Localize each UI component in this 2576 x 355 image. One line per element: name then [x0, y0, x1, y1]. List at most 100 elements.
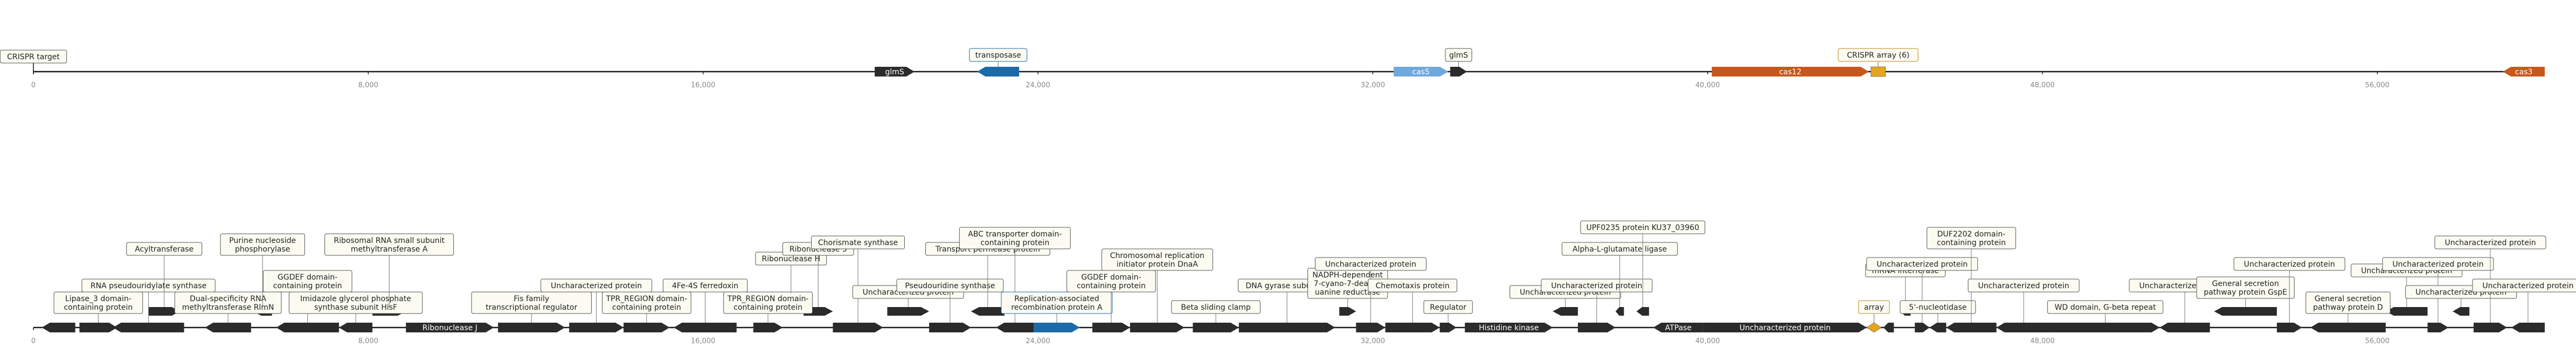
- bottom-gene-arrow[interactable]: [2159, 323, 2210, 332]
- callout-label-box: [959, 227, 1071, 249]
- bottom-gene-arrow[interactable]: [2214, 307, 2277, 316]
- bottom-gene-arrow[interactable]: [1996, 323, 2051, 332]
- bottom-gene-arrow[interactable]: [1130, 323, 1185, 332]
- bottom-gene-arrow[interactable]: [2310, 323, 2386, 332]
- bottom-gene-arrow[interactable]: [1915, 323, 1930, 332]
- top-gene-arrow[interactable]: [1450, 67, 1467, 76]
- bottom-gene-arrow[interactable]: [1238, 323, 1335, 332]
- bottom-gene-arrow[interactable]: [1193, 323, 1239, 332]
- callout-label-text: Ribonuclease H: [762, 255, 820, 263]
- histidine-kinase-gene[interactable]: [1465, 323, 1553, 332]
- bottom-gene-arrow[interactable]: [1883, 323, 1894, 332]
- callout-label-box: [1561, 242, 1678, 256]
- callout-label-text: 5'-nucleotidase: [1909, 303, 1966, 312]
- callout-label-box: [1541, 279, 1653, 293]
- bottom-gene-arrow[interactable]: [929, 323, 971, 332]
- callout-label-box: [2047, 300, 2164, 314]
- bottom-gene-arrow[interactable]: [1946, 323, 1997, 332]
- bottom-gene-arrow[interactable]: [1339, 307, 1356, 316]
- callout-label-box: [471, 291, 592, 314]
- glms-gene[interactable]: [875, 67, 915, 76]
- bottom-tick-label: 0: [31, 337, 36, 345]
- callout-label-box: [811, 235, 905, 249]
- bottom-gene-arrow[interactable]: [338, 323, 373, 332]
- cas5-gene[interactable]: [1394, 67, 1449, 76]
- callout-label-box: [174, 291, 282, 314]
- callout-label-text: Uncharacterized protein: [1325, 260, 1416, 269]
- callout-label-text: Lipase_3 domain-containing protein: [64, 295, 133, 312]
- bottom-gene-arrow[interactable]: [674, 323, 737, 332]
- callout-label-box: [969, 48, 1028, 62]
- callout-label-box: [81, 279, 216, 293]
- callout-label-text: Acyltransferase: [135, 245, 193, 254]
- bottom-gene-arrow[interactable]: [1385, 323, 1440, 332]
- bottom-tick-label: 24,000: [1026, 337, 1050, 345]
- callout-label-text: TPR_REGION domain-containing protein: [605, 295, 687, 312]
- gene-inside-label: ATPase: [1665, 324, 1692, 332]
- bottom-gene-arrow[interactable]: [624, 323, 670, 332]
- callout-label-text: Uncharacterized protein: [1551, 282, 1642, 290]
- bottom-gene-arrow[interactable]: [1615, 307, 1624, 316]
- bottom-gene-arrow[interactable]: [205, 323, 251, 332]
- gene-inside-label: glmS: [885, 68, 904, 76]
- callout-label-text: Chorismate synthase: [818, 239, 898, 247]
- bottom-gene-arrow[interactable]: [996, 323, 1034, 332]
- bottom-gene-arrow[interactable]: [498, 323, 565, 332]
- callout-label-box: [1101, 248, 1213, 271]
- bottom-gene-arrow[interactable]: [2473, 323, 2508, 332]
- callout-label-text: array: [1864, 303, 1884, 312]
- top-gene-arrow[interactable]: [977, 67, 1020, 76]
- bottom-gene-arrow[interactable]: [2511, 323, 2545, 332]
- bottom-gene-arrow[interactable]: [2453, 307, 2470, 316]
- bottom-gene-arrow[interactable]: [971, 307, 1005, 316]
- bottom-gene-arrow[interactable]: [41, 323, 75, 332]
- callout-label-box: [723, 291, 813, 314]
- bottom-gene-arrow[interactable]: [2051, 323, 2160, 332]
- cas12-gene[interactable]: [1712, 67, 1869, 76]
- bottom-gene-arrow[interactable]: [1356, 323, 1386, 332]
- crispr-array[interactable]: [1866, 322, 1882, 333]
- bottom-gene-arrow[interactable]: [1553, 307, 1578, 316]
- callout-label-box: [1866, 257, 1978, 271]
- ribonuclease-j-gene[interactable]: [406, 323, 494, 332]
- bottom-gene-arrow[interactable]: [1577, 323, 1616, 332]
- callout-label-box: [2434, 235, 2546, 249]
- bottom-gene-arrow[interactable]: [276, 323, 339, 332]
- callout-label-box: [2382, 257, 2494, 271]
- bottom-gene-arrow[interactable]: [1636, 307, 1649, 316]
- bottom-gene-arrow[interactable]: [1034, 323, 1080, 332]
- bottom-gene-arrow[interactable]: [113, 323, 184, 332]
- bottom-gene-arrow[interactable]: [2276, 323, 2302, 332]
- bottom-tick-label: 56,000: [2365, 337, 2390, 345]
- top-tick-label: 56,000: [2365, 81, 2390, 89]
- bottom-gene-arrow[interactable]: [887, 307, 930, 316]
- crispr-array-block[interactable]: [1871, 66, 1886, 77]
- bottom-gene-arrow[interactable]: [569, 323, 624, 332]
- callout-label-box: [541, 279, 653, 293]
- callout-label-text: CRISPR target: [7, 53, 60, 61]
- bottom-tick-label: 32,000: [1361, 337, 1386, 345]
- top-tick-label: 40,000: [1695, 81, 1720, 89]
- cas3-gene[interactable]: [2503, 67, 2545, 76]
- bottom-gene-arrow[interactable]: [1439, 323, 1457, 332]
- bottom-gene-arrow[interactable]: [1929, 323, 1947, 332]
- uncharacterized-protein-gene[interactable]: [1703, 323, 1867, 332]
- atpase-gene[interactable]: [1653, 323, 1704, 332]
- callout-label-text: TPR_REGION domain-containing protein: [727, 295, 809, 312]
- bottom-gene-arrow[interactable]: [148, 307, 180, 316]
- callout-label-box: [1445, 48, 1472, 62]
- bottom-gene-arrow[interactable]: [2385, 307, 2428, 316]
- bottom-gene-arrow[interactable]: [833, 323, 883, 332]
- bottom-gene-arrow[interactable]: [79, 323, 117, 332]
- bottom-gene-arrow[interactable]: [2427, 323, 2449, 332]
- bottom-gene-arrow[interactable]: [753, 323, 783, 332]
- bottom-gene-arrow[interactable]: [1092, 323, 1130, 332]
- callout-label-box: [1580, 220, 1706, 234]
- callout-label-box: [1423, 300, 1473, 314]
- top-tick-label: 24,000: [1026, 81, 1050, 89]
